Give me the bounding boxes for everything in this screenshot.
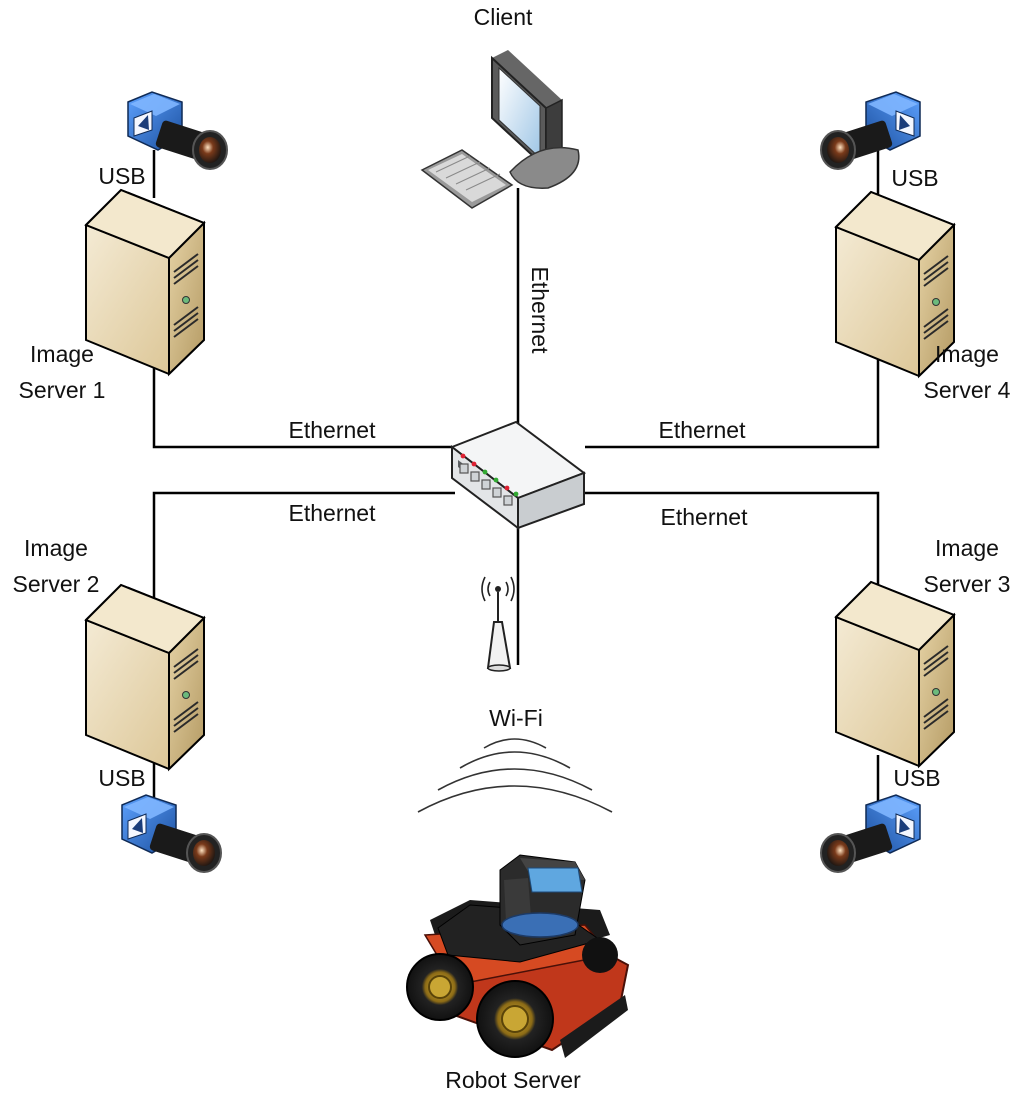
client-label: Client — [474, 4, 533, 30]
link-server3-switch — [585, 491, 880, 605]
robot-server-label: Robot Server — [445, 1067, 581, 1093]
ethernet-server2-label: Ethernet — [289, 500, 377, 526]
ethernet-server1-label: Ethernet — [289, 417, 377, 443]
ethernet-client-label: Ethernet — [527, 267, 553, 355]
usb-3-label: USB — [893, 765, 940, 791]
robot-icon — [406, 854, 630, 1058]
server-4-label-line2: Server 4 — [924, 377, 1011, 403]
link-server2-switch — [152, 491, 455, 610]
server-2-label-line2: Server 2 — [13, 571, 100, 597]
image-server-1-icon — [85, 189, 205, 375]
image-server-3-icon — [835, 581, 955, 767]
connection-lines — [152, 150, 880, 805]
camera-1-icon — [127, 91, 228, 170]
ethernet-server3-label: Ethernet — [661, 504, 749, 530]
camera-4-icon — [820, 91, 921, 170]
usb-4-label: USB — [891, 165, 938, 191]
server-3-label-line2: Server 3 — [924, 571, 1011, 597]
server-2-label-line1: Image — [24, 535, 88, 561]
server-1-label-line1: Image — [30, 341, 94, 367]
server-4-label-line1: Image — [935, 341, 999, 367]
link-server1-switch — [152, 345, 452, 449]
ethernet-server4-label: Ethernet — [659, 417, 747, 443]
server-3-label-line1: Image — [935, 535, 999, 561]
network-switch-icon — [449, 420, 587, 531]
image-server-2-icon — [85, 584, 205, 770]
client-computer-icon — [420, 50, 580, 209]
usb-2-label: USB — [98, 765, 145, 791]
camera-3-icon — [820, 794, 921, 873]
wifi-label: Wi-Fi — [489, 705, 543, 731]
camera-2-icon — [121, 794, 222, 873]
wifi-access-point-icon — [481, 576, 515, 672]
wireless-waves-icon — [417, 738, 613, 813]
link-server4-switch — [585, 345, 880, 449]
usb-1-label: USB — [98, 163, 145, 189]
server-1-label-line2: Server 1 — [19, 377, 106, 403]
